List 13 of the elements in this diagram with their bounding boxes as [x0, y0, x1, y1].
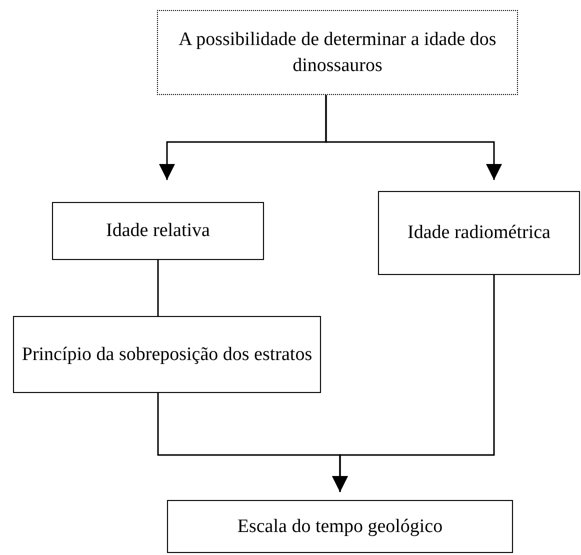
box-text: Idade relativa	[106, 219, 210, 243]
arrow	[332, 275, 495, 492]
topic-box	[157, 10, 518, 95]
box-text: Princípio da sobreposição dos estratos	[22, 342, 312, 366]
arrow	[325, 95, 502, 180]
process-box	[167, 500, 513, 553]
box-text: Idade radiométrica	[408, 221, 550, 245]
process-box	[378, 191, 580, 275]
process-box	[52, 202, 264, 260]
process-box	[13, 316, 321, 393]
box-text: Escala do tempo geológico	[237, 514, 443, 538]
box-text: A possibilidade de determinar a idade dos dinossauros	[178, 28, 498, 78]
connector-line	[157, 260, 159, 316]
